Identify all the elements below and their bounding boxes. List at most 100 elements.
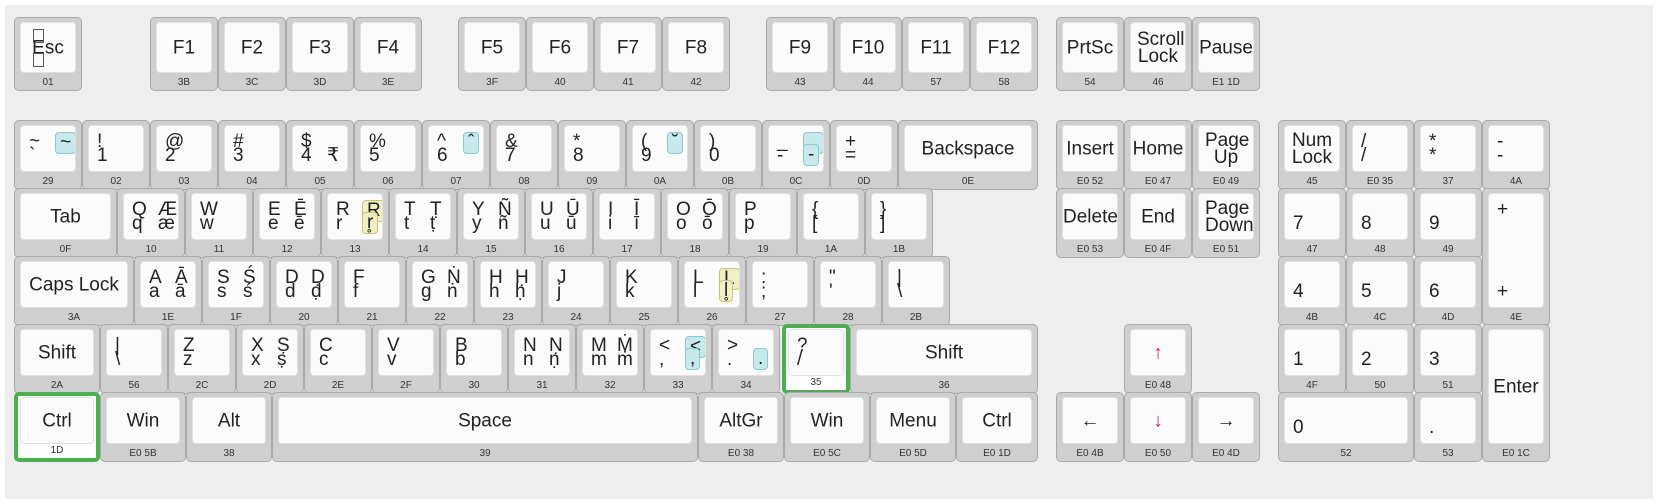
key-period[interactable]: >..34 — [712, 324, 780, 394]
key-equal[interactable]: +=0D — [830, 120, 898, 190]
key-nmul[interactable]: **37 — [1414, 120, 1482, 190]
key-slash[interactable]: ?/35 — [782, 324, 850, 394]
key-d4[interactable]: $4₹05 — [286, 120, 354, 190]
key-left[interactable]: ←E0 4B — [1056, 392, 1124, 462]
key-minus[interactable]: _-_-0C — [762, 120, 830, 190]
key-bslash[interactable]: |\2B — [882, 256, 950, 326]
key-up[interactable]: ↑E0 48 — [1124, 324, 1192, 394]
key-ndiv[interactable]: //E0 35 — [1346, 120, 1414, 190]
key-nadd[interactable]: ++4E — [1482, 188, 1550, 326]
key-right[interactable]: →E0 4D — [1192, 392, 1260, 462]
key-rbr[interactable]: }]1B — [865, 188, 933, 258]
key-down[interactable]: ↓E0 50 — [1124, 392, 1192, 462]
key-comma[interactable]: <,<,33 — [644, 324, 712, 394]
key-iso[interactable]: |\56 — [100, 324, 168, 394]
key-lbr[interactable]: {[1A — [797, 188, 865, 258]
key-semi[interactable]: :;27 — [746, 256, 814, 326]
key-nsub[interactable]: --4A — [1482, 120, 1550, 190]
key-grave[interactable]: ~`~29 — [14, 120, 82, 190]
key-d9[interactable]: (9˘0A — [626, 120, 694, 190]
key-quote[interactable]: "'28 — [814, 256, 882, 326]
key-ndot[interactable]: .53 — [1414, 392, 1482, 462]
